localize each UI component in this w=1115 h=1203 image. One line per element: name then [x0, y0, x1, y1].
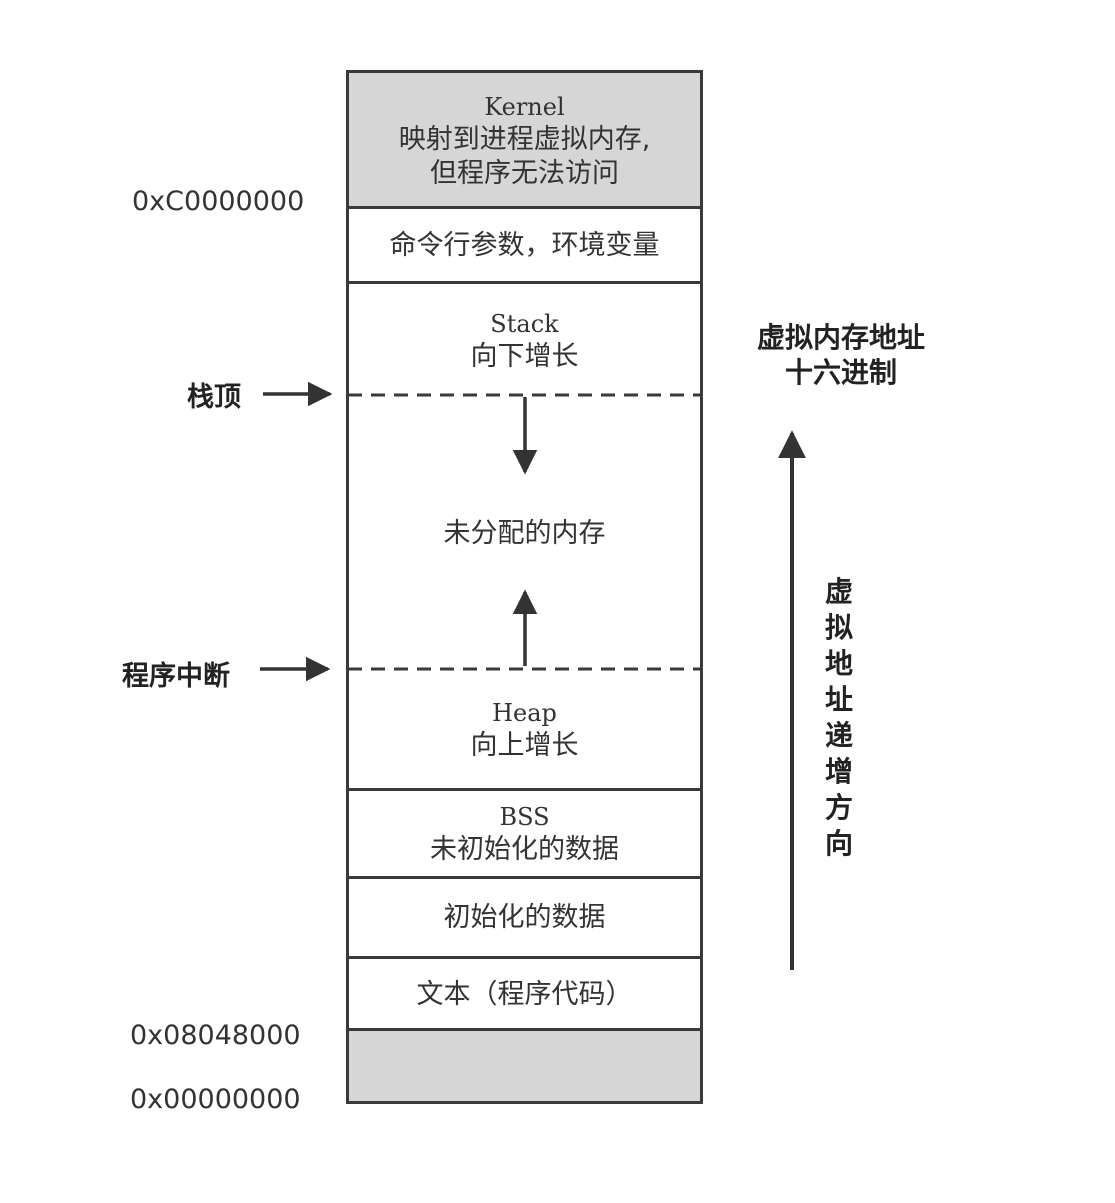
stack-segment: Stack 向下增长	[349, 281, 700, 396]
address-text-start: 0x08048000	[130, 1020, 301, 1051]
axis-title-line1: 虚拟内存地址	[757, 321, 926, 354]
unallocated-segment: 未分配的内存	[349, 396, 700, 671]
text-label: 文本（程序代码）	[416, 978, 633, 1010]
bss-title: BSS	[499, 803, 550, 831]
args-env-segment: 命令行参数，环境变量	[349, 206, 700, 282]
memory-column: Kernel 映射到进程虚拟内存, 但程序无法访问 命令行参数，环境变量 Sta…	[346, 70, 703, 1104]
address-kernel-start: 0xC0000000	[132, 186, 305, 217]
stack-top-label: 栈顶	[187, 382, 241, 413]
bss-desc: 未初始化的数据	[430, 834, 619, 865]
stack-title: Stack	[490, 310, 559, 338]
kernel-title: Kernel	[484, 92, 565, 121]
kernel-segment: Kernel 映射到进程虚拟内存, 但程序无法访问	[349, 73, 700, 208]
initialized-data-segment: 初始化的数据	[349, 876, 700, 957]
stack-desc: 向下增长	[470, 341, 579, 372]
axis-title-line2: 十六进制	[785, 356, 898, 389]
heap-title: Heap	[492, 699, 557, 727]
heap-desc: 向上增长	[470, 730, 579, 761]
unallocated-label: 未分配的内存	[443, 517, 606, 549]
args-env-label: 命令行参数，环境变量	[389, 229, 660, 261]
axis-direction-label: 虚拟地址递增方向	[824, 575, 853, 860]
kernel-desc-line2: 但程序无法访问	[430, 157, 619, 189]
reserved-low-segment	[349, 1028, 700, 1101]
initialized-data-label: 初始化的数据	[443, 902, 606, 933]
program-break-label: 程序中断	[122, 661, 230, 692]
address-zero: 0x00000000	[130, 1084, 301, 1115]
bss-segment: BSS 未初始化的数据	[349, 788, 700, 877]
heap-segment: Heap 向上增长	[349, 671, 700, 789]
text-segment: 文本（程序代码）	[349, 956, 700, 1030]
kernel-desc-line1: 映射到进程虚拟内存,	[398, 123, 651, 155]
